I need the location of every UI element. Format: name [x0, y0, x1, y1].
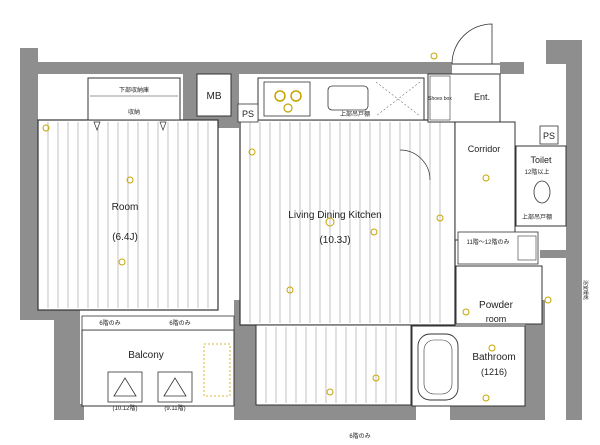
ps-right-label: PS — [543, 131, 555, 141]
powder-area: Powder room — [455, 265, 543, 325]
ac-unit — [203, 343, 231, 397]
entrance-area: Shoes box Ent. — [427, 23, 501, 123]
room-closet: 下部収納庫 収納 — [87, 77, 181, 131]
balcony-label: Balcony — [128, 350, 164, 361]
ldk-label: Living Dining Kitchen — [288, 210, 381, 221]
ldk-lower — [255, 324, 412, 406]
ps-kitchen-box — [237, 103, 259, 123]
hatch-left-label: (10.12階) — [112, 404, 137, 412]
ldk-size: (10.3J) — [319, 235, 350, 246]
wash-area: 11階〜12階のみ — [457, 231, 539, 265]
ps-kitchen-label: PS — [242, 109, 254, 119]
toilet-note2: 上部吊戸棚 — [522, 213, 552, 221]
toilet-note1: 12階以上 — [525, 168, 550, 176]
closet-small-label: 収納 — [128, 108, 140, 116]
bottom-note: 6階のみ — [349, 432, 370, 440]
balcony-area: Balcony 6階のみ 6階のみ (10.12階) (9.11階) — [81, 315, 235, 412]
kitchen: 上部吊戸棚 — [257, 77, 425, 121]
balcony-note-left: 6階のみ — [99, 319, 120, 327]
walls — [20, 40, 582, 420]
side-note: 浴室暖乾 — [582, 280, 589, 300]
stove — [263, 81, 311, 117]
kitchen-note: 上部吊戸棚 — [340, 110, 370, 118]
entrance-label: Ent. — [474, 92, 490, 102]
wash-note: 11階〜12階のみ — [467, 238, 510, 246]
powder-label: Powder — [479, 300, 514, 311]
hatch-right-icon — [157, 371, 193, 403]
toilet-label: Toilet — [530, 155, 552, 165]
bathroom-size: (1216) — [481, 367, 507, 377]
mb-label: MB — [207, 91, 222, 102]
corridor-label: Corridor — [468, 144, 501, 154]
toilet-area: Toilet 12階以上 上部吊戸棚 — [515, 145, 567, 227]
bathroom-label: Bathroom — [472, 352, 515, 363]
mb-box — [196, 73, 232, 117]
hatch-right-label: (9.11階) — [164, 404, 185, 412]
sink — [327, 85, 369, 111]
toilet-bowl — [533, 180, 551, 204]
balcony-note-right: 6階のみ — [169, 319, 190, 327]
ps-right-box — [539, 125, 559, 145]
electrical-fixtures — [42, 52, 552, 402]
powder-sub: room — [486, 314, 507, 324]
room-size: (6.4J) — [112, 232, 138, 243]
room-label: Room — [112, 202, 139, 213]
shoes-box-label: Shoes box — [428, 96, 452, 102]
bathroom-area: Bathroom (1216) — [411, 325, 526, 407]
hatch-left-icon — [107, 371, 143, 403]
room-area: Room (6.4J) — [37, 119, 219, 311]
ldk-area: Living Dining Kitchen (10.3J) — [239, 119, 456, 326]
closet-label: 下部収納庫 — [119, 86, 149, 94]
